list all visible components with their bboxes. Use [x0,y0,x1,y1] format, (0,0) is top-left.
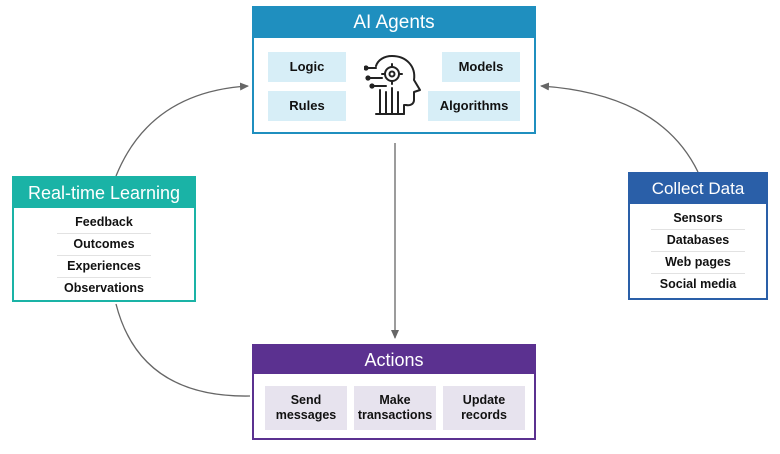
list-item: Sensors [651,208,745,230]
collect-list: Sensors Databases Web pages Social media [630,204,766,295]
list-item: Web pages [651,252,745,274]
list-item: Social media [659,277,737,291]
action-line: transactions [357,408,433,422]
arrow-collect-to-ai [540,82,699,173]
action-line: messages [275,408,337,422]
learning-title: Real-time Learning [14,178,194,208]
list-item: Outcomes [57,234,151,256]
list-item: Observations [64,281,144,295]
list-item: Feedback [57,212,151,234]
learning-list: Feedback Outcomes Experiences Observatio… [14,208,194,299]
chip-rules: Rules [268,91,346,121]
action-line: Update [462,393,506,407]
arrow-learning-to-ai [115,82,249,177]
action-line: Send [290,393,322,407]
collect-data-box: Collect Data Sensors Databases Web pages… [628,172,768,300]
robot-head-gear-icon [364,55,421,115]
action-line: Make [379,393,411,407]
ai-agents-box: AI Agents Logic Models Rules Algorithms [252,6,536,134]
chip-algorithms: Algorithms [428,91,520,121]
arrow-actions-to-learning [115,303,251,397]
list-item: Databases [651,230,745,252]
collect-title: Collect Data [630,174,766,204]
real-time-learning-box: Real-time Learning Feedback Outcomes Exp… [12,176,196,302]
chip-logic: Logic [268,52,346,82]
actions-title: Actions [254,346,534,374]
list-item: Experiences [57,256,151,278]
action-line: records [461,408,507,422]
chip-models: Models [442,52,520,82]
ai-agents-title: AI Agents [254,8,534,38]
